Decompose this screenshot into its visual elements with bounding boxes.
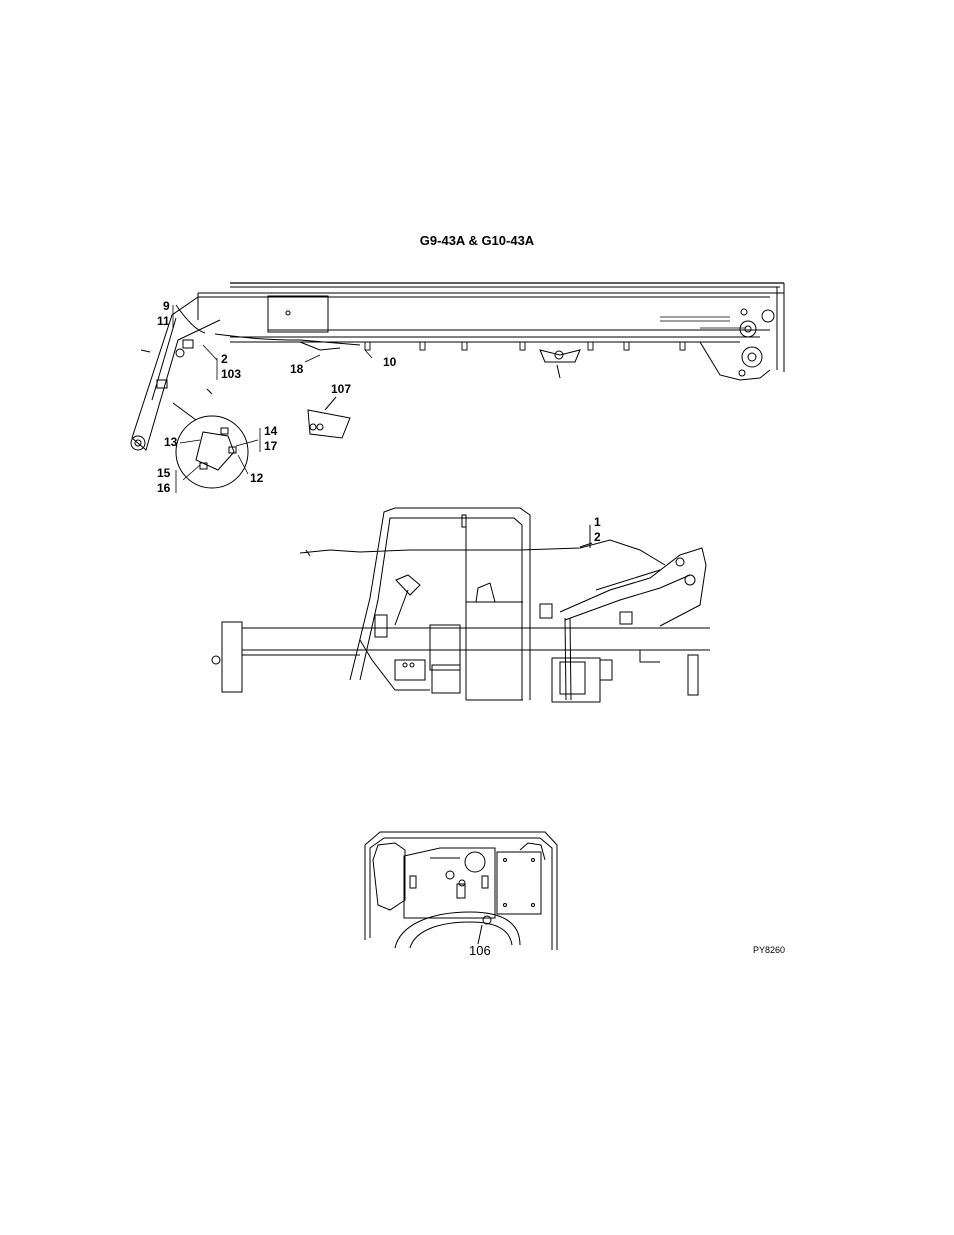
callout-9: 9: [163, 300, 170, 313]
callout-2-top: 2: [221, 353, 228, 366]
callout-15: 15: [157, 467, 170, 480]
callout-13: 13: [164, 436, 177, 449]
callout-14: 14: [264, 425, 277, 438]
callout-12: 12: [250, 472, 263, 485]
callout-2-middle: 2: [594, 531, 601, 544]
callout-107: 107: [331, 383, 351, 396]
callout-103: 103: [221, 368, 241, 381]
callout-10: 10: [383, 356, 396, 369]
callout-16: 16: [157, 482, 170, 495]
callout-18: 18: [290, 363, 303, 376]
drawing-code: PY8260: [753, 945, 785, 955]
callout-11: 11: [157, 315, 170, 328]
callout-17: 17: [264, 440, 277, 453]
callout-106: 106: [469, 944, 491, 957]
callout-1: 1: [594, 516, 601, 529]
